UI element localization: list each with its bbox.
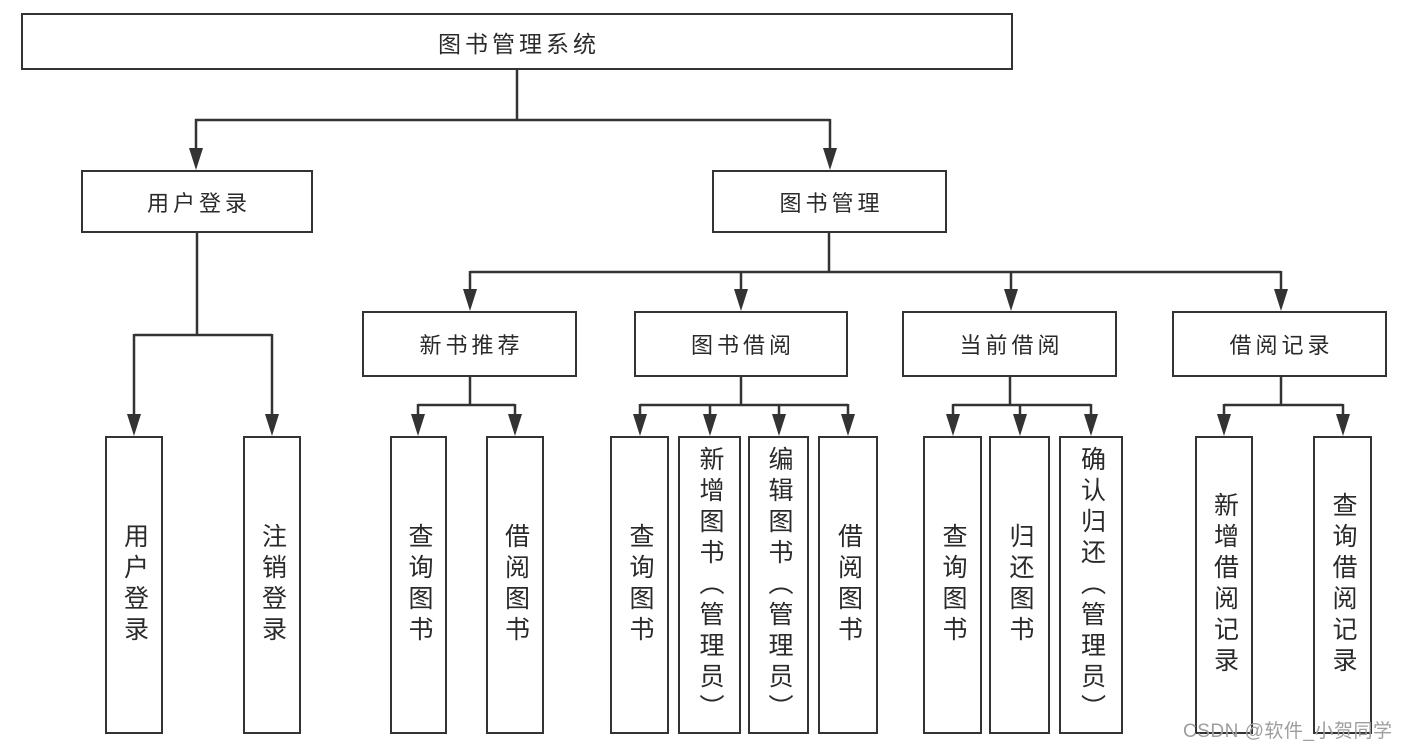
leaf-query-borrow-record: 查询借阅记录: [1313, 436, 1372, 734]
leaf-query-books-current: 查询图书: [923, 436, 982, 734]
leaf-logout: 注销登录: [243, 436, 301, 734]
csdn-watermark: CSDN @软件_小贺同学: [1183, 721, 1393, 742]
leaf-confirm-return-admin: 确认归还（管理员）: [1059, 436, 1123, 734]
node-label: 用户登录: [146, 190, 251, 216]
node-book-borrow: 图书借阅: [634, 311, 848, 377]
node-root-system: 图书管理系统: [21, 13, 1013, 70]
node-label: 归还图书: [1006, 523, 1034, 647]
node-label: 借阅图书: [501, 523, 530, 647]
leaf-query-books-recommend: 查询图书: [390, 436, 447, 734]
leaf-return-books: 归还图书: [989, 436, 1050, 734]
leaf-borrow-books-recommend: 借阅图书: [486, 436, 544, 734]
node-label: 查询图书: [405, 523, 433, 647]
node-current-borrow: 当前借阅: [902, 311, 1117, 377]
node-label: 查询图书: [626, 523, 654, 647]
leaf-borrow-books: 借阅图书: [818, 436, 878, 734]
node-label: 注销登录: [258, 523, 287, 647]
node-label: 新增图书（管理员）: [696, 445, 724, 725]
node-label: 图书借阅: [690, 333, 795, 358]
node-label: 确认归还（管理员）: [1077, 445, 1106, 725]
tree-branch-lines: [132, 70, 1345, 418]
node-label: 查询图书: [939, 523, 967, 647]
node-book-management: 图书管理: [712, 170, 947, 233]
leaf-edit-book-admin: 编辑图书（管理员）: [748, 436, 809, 734]
node-new-book-recommend: 新书推荐: [362, 311, 577, 377]
node-label: 借阅记录: [1229, 333, 1334, 358]
node-label: 编辑图书（管理员）: [765, 445, 793, 725]
leaf-user-login: 用户登录: [105, 436, 163, 734]
node-label: 新书推荐: [419, 333, 524, 358]
arrowhead-icons: [127, 148, 1350, 436]
node-label: 查询借阅记录: [1329, 492, 1357, 678]
node-user-login: 用户登录: [81, 170, 313, 233]
node-label: 借阅图书: [834, 523, 863, 647]
node-label: 用户登录: [120, 523, 149, 647]
leaf-add-borrow-record: 新增借阅记录: [1195, 436, 1253, 734]
node-label: 图书管理: [779, 190, 884, 216]
node-label: 当前借阅: [959, 333, 1064, 358]
leaf-add-book-admin: 新增图书（管理员）: [678, 436, 741, 734]
node-label: 图书管理系统: [438, 30, 600, 57]
node-label: 新增借阅记录: [1210, 492, 1239, 678]
leaf-query-books-borrow: 查询图书: [610, 436, 669, 734]
node-borrow-records: 借阅记录: [1172, 311, 1387, 377]
